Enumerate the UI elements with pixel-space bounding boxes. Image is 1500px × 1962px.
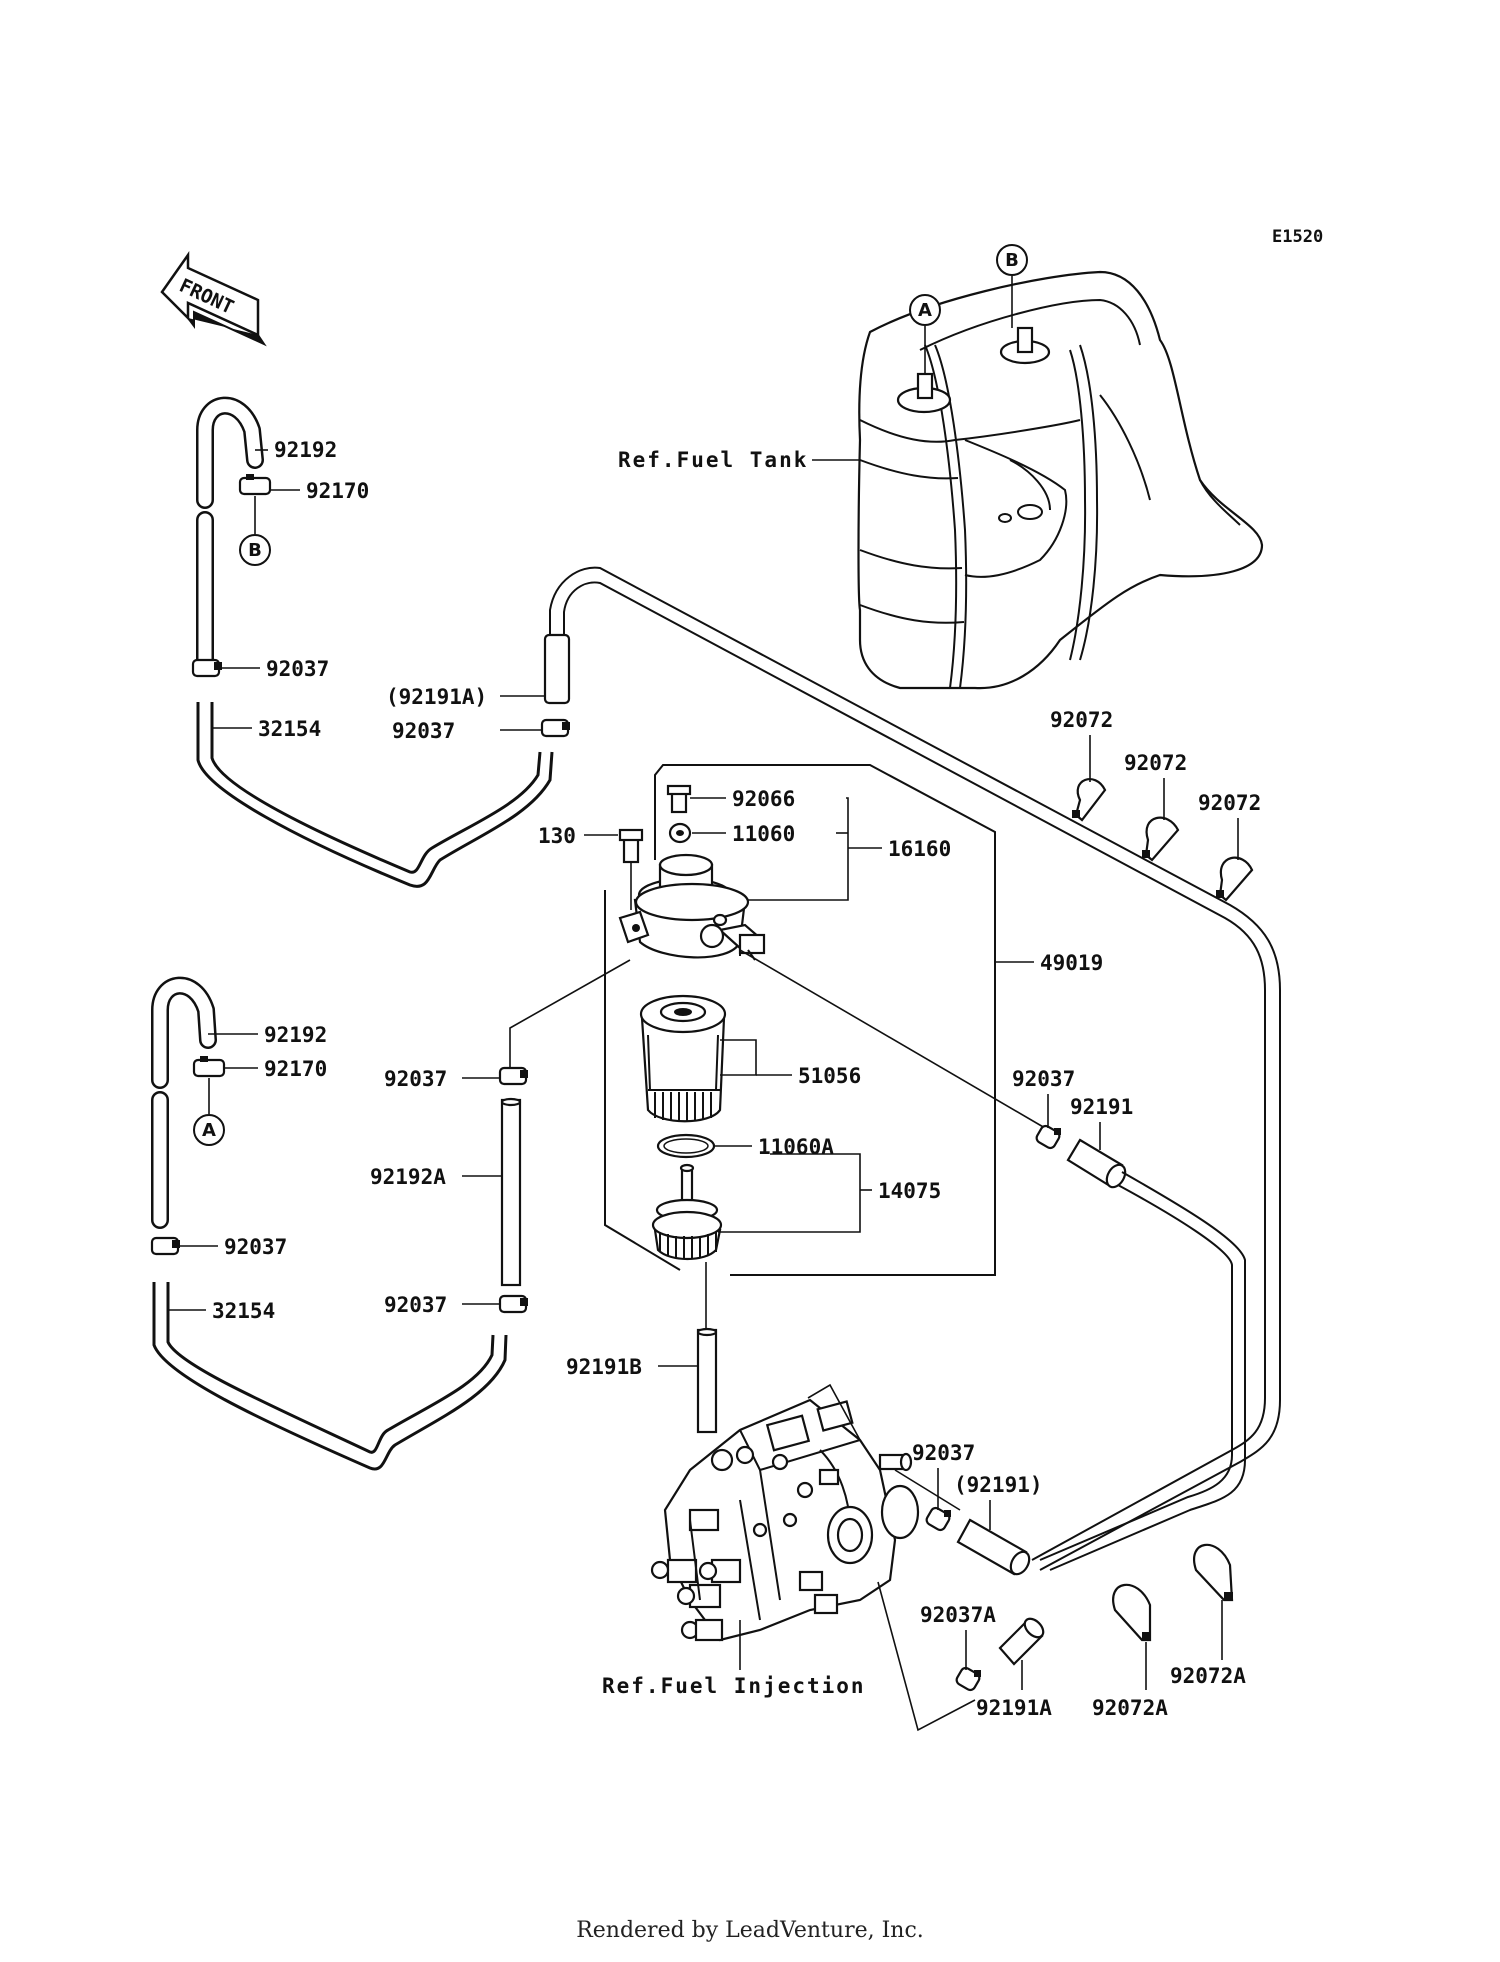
part-92037-g: 92037 xyxy=(912,1441,975,1465)
part-92037-b: 92037 xyxy=(392,719,455,743)
fuel-tank xyxy=(857,270,1264,690)
part-92072-2: 92072 xyxy=(1124,751,1187,775)
hose-92191-paren xyxy=(956,1518,1031,1576)
hose-92191a-upper xyxy=(543,566,1281,1571)
part-92191a-paren: (92191A) xyxy=(386,685,487,709)
clamp-92072-3 xyxy=(1216,856,1254,902)
connector-b-label-tank: B xyxy=(1005,250,1019,271)
pipe-32154-bottom xyxy=(152,1282,508,1471)
breather-hose-a xyxy=(151,976,226,1229)
part-32154-bot: 32154 xyxy=(212,1299,275,1323)
hose-92191a-lower xyxy=(998,1617,1045,1666)
assembly-frame xyxy=(654,764,996,1276)
pipe-32154-top xyxy=(196,702,554,888)
part-92191: 92191 xyxy=(1070,1095,1133,1119)
drain-cup-14075 xyxy=(651,1163,723,1260)
part-92170-top: 92170 xyxy=(306,479,369,503)
connector-a-label-tank: A xyxy=(918,300,932,321)
clamp-92037a xyxy=(955,1666,981,1692)
clamp-92037-g xyxy=(925,1506,951,1532)
part-92037-a: 92037 xyxy=(266,657,329,681)
connector-a-circle-hose xyxy=(193,1114,225,1146)
part-92191-paren: (92191) xyxy=(954,1473,1043,1497)
diagram-code: E1520 xyxy=(1272,227,1323,247)
part-130: 130 xyxy=(538,824,576,848)
part-92037-f: 92037 xyxy=(1012,1067,1075,1091)
footer-credit: Rendered by LeadVenture, Inc. xyxy=(576,1918,924,1943)
connector-a-label-hose: A xyxy=(202,1120,216,1141)
hose-92192a xyxy=(500,1098,522,1287)
part-92072a-1: 92072A xyxy=(1092,1696,1168,1720)
connector-b-circle-tank xyxy=(996,244,1028,276)
clamp-92037-a xyxy=(191,658,222,678)
part-92192-top: 92192 xyxy=(274,438,337,462)
part-92192a: 92192A xyxy=(370,1165,446,1189)
part-51056: 51056 xyxy=(798,1064,861,1088)
clamp-92072-2 xyxy=(1142,816,1180,862)
front-arrow-icon: FRONT xyxy=(160,251,267,347)
part-49019: 49019 xyxy=(1040,951,1103,975)
clamp-92037-b xyxy=(540,718,570,738)
bolt-130 xyxy=(618,828,644,864)
part-92072-3: 92072 xyxy=(1198,791,1261,815)
hose-92191 xyxy=(1066,1138,1127,1189)
ref-fuel-injection-label: Ref.Fuel Injection xyxy=(602,1674,866,1698)
clamp-92037-d xyxy=(150,1236,180,1256)
part-92066: 92066 xyxy=(732,787,795,811)
part-92072-1: 92072 xyxy=(1050,708,1113,732)
clamp-92072a-2 xyxy=(1193,1543,1234,1602)
part-92072a-2: 92072A xyxy=(1170,1664,1246,1688)
fuel-injection-pump xyxy=(650,1398,920,1642)
part-11060a: 11060A xyxy=(758,1135,834,1159)
part-92037-e: 92037 xyxy=(384,1293,447,1317)
part-92191b: 92191B xyxy=(566,1355,642,1379)
connector-a-circle-tank xyxy=(909,294,941,326)
hose-92191b xyxy=(696,1328,718,1434)
part-11060: 11060 xyxy=(732,822,795,846)
bolt-92066 xyxy=(666,784,692,814)
part-92192-bot: 92192 xyxy=(264,1023,327,1047)
part-92037-d: 92037 xyxy=(224,1235,287,1259)
clamp-92037-f xyxy=(1035,1124,1061,1150)
clamp-92037-e xyxy=(498,1294,528,1314)
ref-fuel-tank-label: Ref.Fuel Tank xyxy=(618,448,808,472)
connector-b-circle-hose xyxy=(239,534,271,566)
part-16160: 16160 xyxy=(888,837,951,861)
clamp-92037-c xyxy=(498,1066,528,1086)
part-32154-top: 32154 xyxy=(258,717,321,741)
clamp-92072a-1 xyxy=(1112,1583,1152,1642)
part-92037a: 92037A xyxy=(920,1603,996,1627)
connector-b-label-hose: B xyxy=(248,540,262,561)
filter-element-51056 xyxy=(639,994,727,1123)
part-92037-c: 92037 xyxy=(384,1067,447,1091)
filter-head-16160 xyxy=(618,853,766,959)
clamp-92072-1 xyxy=(1072,778,1107,822)
breather-hose-b xyxy=(196,396,272,669)
part-92191a: 92191A xyxy=(976,1696,1052,1720)
part-92170-bot: 92170 xyxy=(264,1057,327,1081)
part-14075: 14075 xyxy=(878,1179,941,1203)
washer-11060 xyxy=(668,822,692,844)
